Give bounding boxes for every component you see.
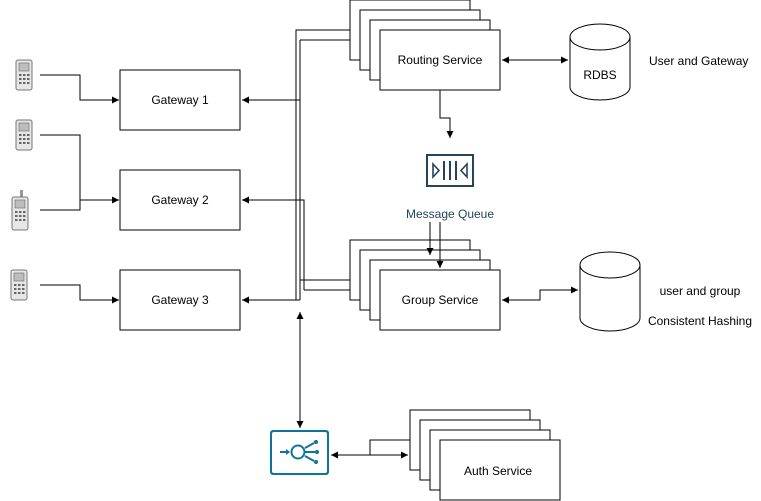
routing-service-label: Routing Service (398, 53, 483, 67)
bus-connectors (242, 29, 360, 428)
rdbs-label: RDBS (583, 68, 616, 82)
auth-service-label: Auth Service (464, 464, 532, 478)
queue-arrow-overlay (426, 230, 444, 268)
rdbs-note: User and Gateway (649, 54, 748, 68)
database-icon (579, 251, 641, 332)
gateway-1[interactable]: Gateway 1 (119, 69, 241, 131)
routing-service[interactable]: Routing Service (349, 0, 501, 91)
gateway-2-label: Gateway 2 (151, 193, 209, 207)
load-balancer-icon (270, 430, 329, 475)
group-store-note-1: user and group (660, 284, 741, 298)
message-queue[interactable]: Message Queue (406, 154, 494, 221)
group-store-database[interactable] (579, 251, 641, 332)
message-queue-icon (426, 154, 474, 187)
lb-auth-links (331, 439, 410, 459)
phone-icon (11, 190, 29, 231)
group-service-label: Group Service (402, 293, 479, 307)
gateway-1-label: Gateway 1 (151, 93, 209, 107)
group-service[interactable]: Group Service (349, 239, 501, 331)
phone-icon (10, 269, 28, 301)
group-store-link (502, 286, 578, 304)
database-icon (569, 23, 631, 101)
message-queue-label: Message Queue (406, 207, 494, 221)
phone-icon (15, 119, 33, 151)
group-store-note-2: Consistent Hashing (648, 314, 752, 328)
routing-to-queue-link (439, 90, 454, 138)
rdbs-database[interactable]: RDBS (569, 23, 631, 101)
gateway-3-label: Gateway 3 (151, 293, 209, 307)
phone-icon (15, 59, 33, 91)
gateway-3[interactable]: Gateway 3 (119, 269, 241, 331)
client-connectors (40, 74, 119, 304)
gateway-2[interactable]: Gateway 2 (119, 169, 241, 231)
auth-service[interactable]: Auth Service (409, 409, 561, 501)
load-balancer[interactable] (270, 430, 329, 475)
